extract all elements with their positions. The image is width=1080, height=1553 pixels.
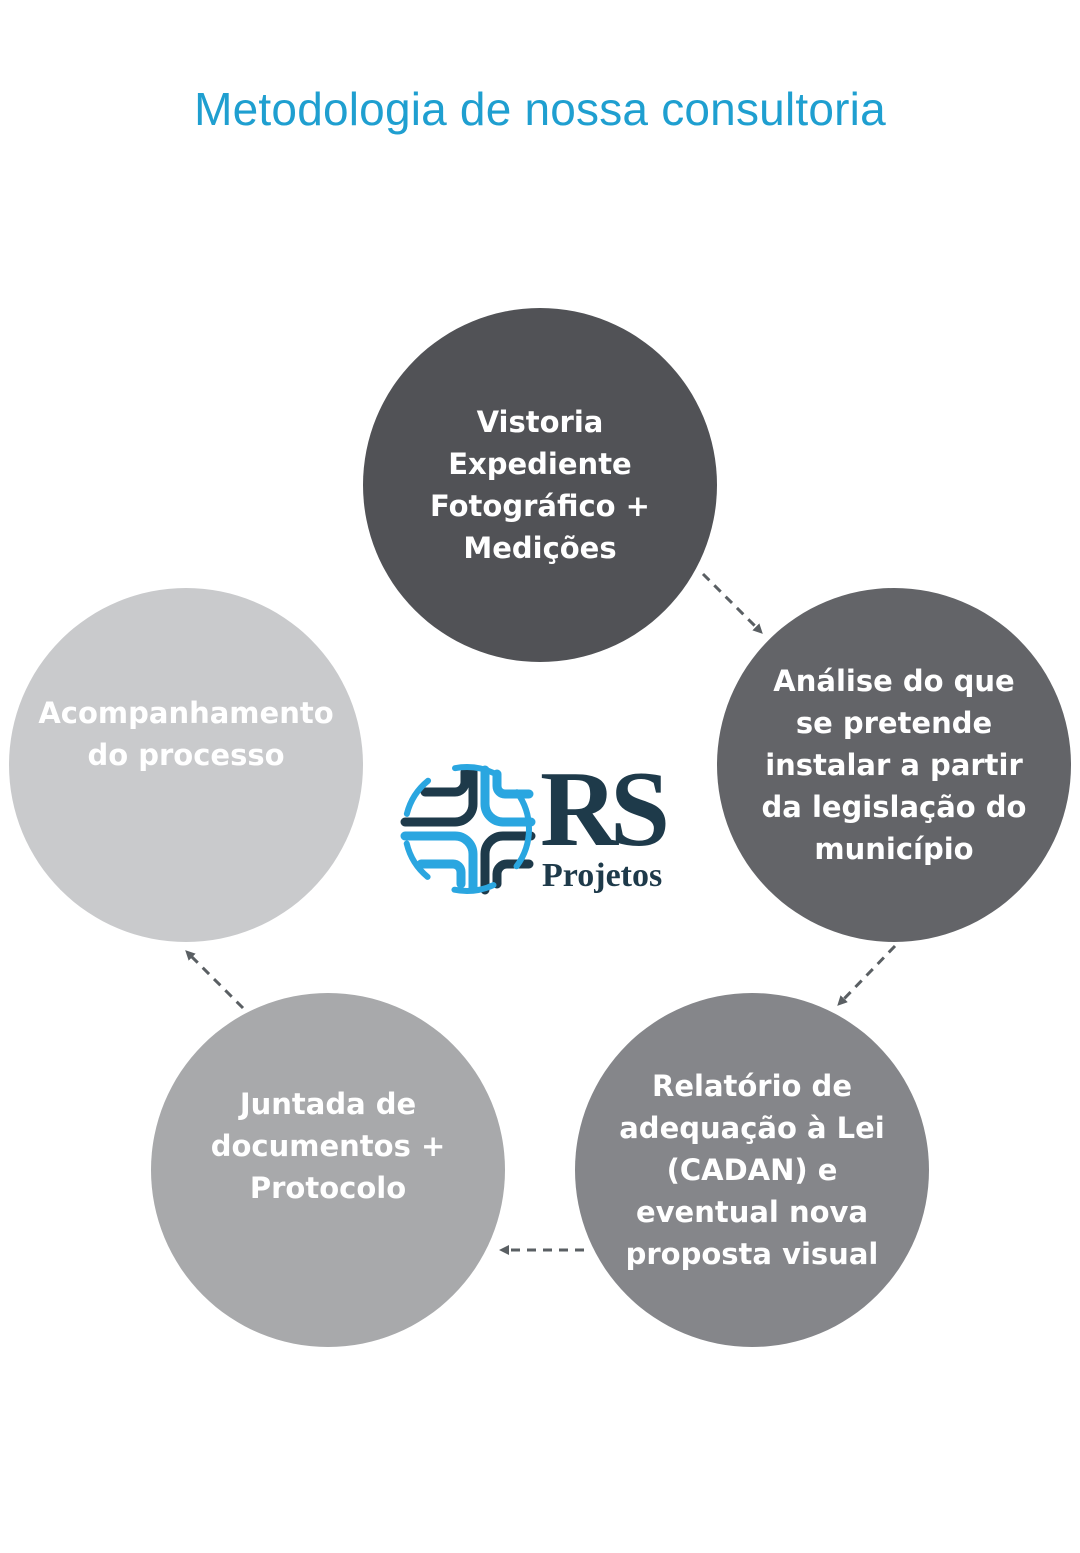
arrow-step4-to-step5 <box>185 950 245 1010</box>
step-relatorio: Relatório de adequação à Lei (CADAN) e e… <box>575 993 929 1347</box>
rs-projetos-logo-icon <box>400 764 536 895</box>
step-relatorio-label: Relatório de adequação à Lei (CADAN) e e… <box>619 1069 885 1271</box>
logo-wordmark: RS <box>540 750 670 869</box>
arrow-step2-to-step3 <box>837 944 897 1006</box>
step-analise-label: Análise do que se pretende instalar a pa… <box>761 664 1027 866</box>
step-acompanhamento-label: Acompanhamento do processo <box>38 696 334 772</box>
logo-subtitle: Projetos <box>542 857 663 894</box>
step-juntada: Juntada de documentos + Protocolo <box>151 993 505 1347</box>
page-title: Metodologia de nossa consultoria <box>194 83 886 135</box>
step-vistoria: Vistoria Expediente Fotográfico + Mediçõ… <box>363 308 717 662</box>
step-analise: Análise do que se pretende instalar a pa… <box>717 588 1071 942</box>
step-juntada-label: Juntada de documentos + Protocolo <box>210 1087 446 1205</box>
step-vistoria-label: Vistoria Expediente Fotográfico + Mediçõ… <box>430 405 650 565</box>
arrow-step1-to-step2 <box>701 572 763 634</box>
step-acompanhamento: Acompanhamento do processo <box>9 588 363 942</box>
